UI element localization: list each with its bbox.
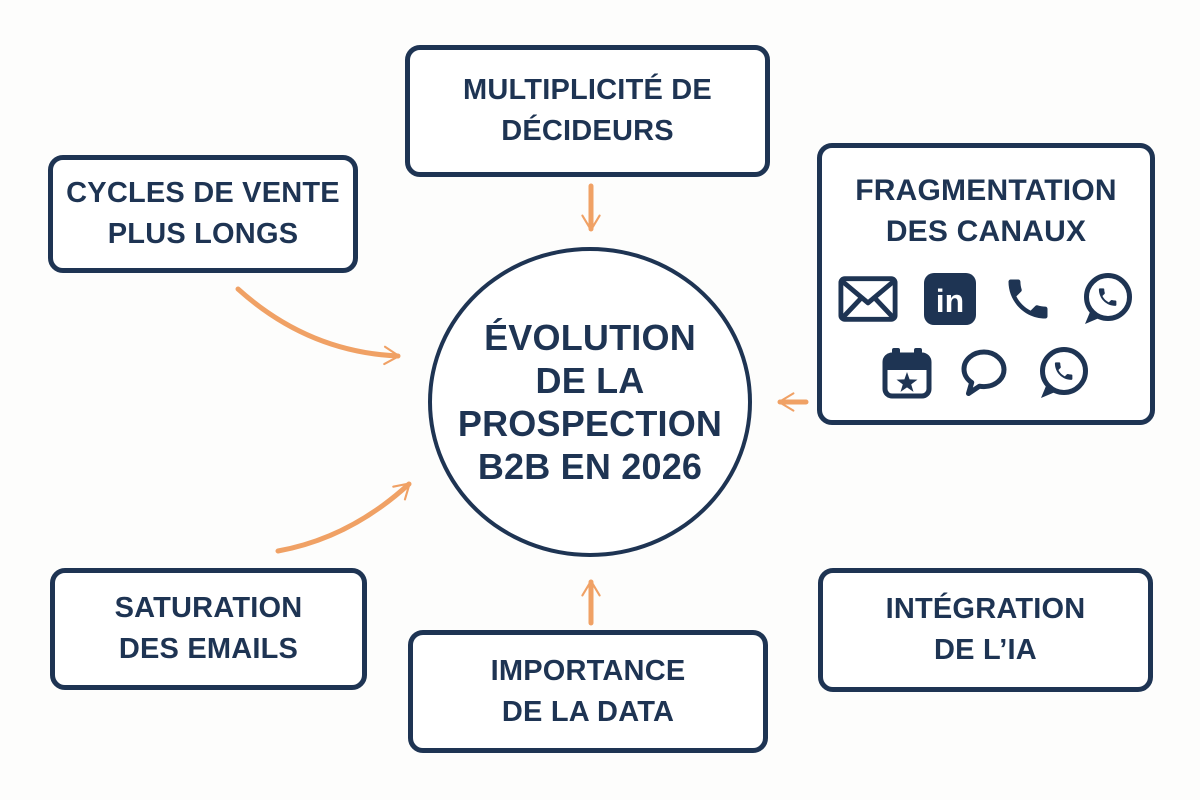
box-label: INTÉGRATION DE L’IA <box>886 589 1086 671</box>
circle-label: ÉVOLUTION DE LA PROSPECTION B2B EN 2026 <box>458 316 722 488</box>
label-line: FRAGMENTATION <box>855 174 1117 207</box>
box-integration-ia: INTÉGRATION DE L’IA <box>818 568 1153 692</box>
label-line: DE LA DATA <box>501 695 675 728</box>
label-line: MULTIPLICITÉ DE <box>463 74 712 106</box>
label-line: IMPORTANCE <box>490 654 686 687</box>
whatsapp-icon <box>1040 347 1088 398</box>
email-icon <box>838 276 898 322</box>
box-importance-data: IMPORTANCE DE LA DATA <box>408 630 768 753</box>
central-circle-evolution-prospection: ÉVOLUTION DE LA PROSPECTION B2B EN 2026 <box>428 247 752 557</box>
label-line: DES EMAILS <box>118 633 299 665</box>
whatsapp-icon <box>1084 273 1132 324</box>
channel-icons-row-2 <box>882 346 1090 400</box>
box-label: FRAGMENTATION DES CANAUX <box>855 170 1116 252</box>
box-label: MULTIPLICITÉ DE DÉCIDEURS <box>463 70 712 152</box>
box-label: IMPORTANCE DE LA DATA <box>491 651 686 733</box>
box-saturation-emails: SATURATION DES EMAILS <box>50 568 367 690</box>
label-line: DÉCIDEURS <box>501 115 674 147</box>
linkedin-glyph: in <box>936 283 964 319</box>
label-line: DES CANAUX <box>885 215 1087 248</box>
linkedin-icon: in <box>924 273 976 325</box>
box-cycles-de-vente: CYCLES DE VENTE PLUS LONGS <box>48 155 358 273</box>
calendar-icon <box>882 348 932 399</box>
label-line: ÉVOLUTION <box>484 317 696 358</box>
channel-icons-row-1: in <box>838 272 1134 326</box>
box-fragmentation-canaux: FRAGMENTATION DES CANAUX in <box>817 143 1155 425</box>
label-line: B2B EN 2026 <box>477 446 703 487</box>
box-multiplicite-decideurs: MULTIPLICITÉ DE DÉCIDEURS <box>405 45 770 177</box>
arrow-saturation-to-circle <box>275 481 412 554</box>
box-label: SATURATION DES EMAILS <box>115 588 303 670</box>
phone-icon <box>1008 279 1048 319</box>
label-line: INTÉGRATION <box>885 593 1086 625</box>
label-line: DE L’IA <box>934 634 1037 666</box>
arrow-cycles-to-circle <box>235 286 401 366</box>
label-line: SATURATION <box>114 592 303 624</box>
label-line: CYCLES DE VENTE <box>66 177 340 209</box>
chat-bubble-icon <box>961 349 1007 396</box>
box-label: CYCLES DE VENTE PLUS LONGS <box>66 173 340 255</box>
label-line: PROSPECTION <box>457 403 723 444</box>
label-line: PLUS LONGS <box>107 218 299 250</box>
label-line: DE LA <box>535 360 645 401</box>
